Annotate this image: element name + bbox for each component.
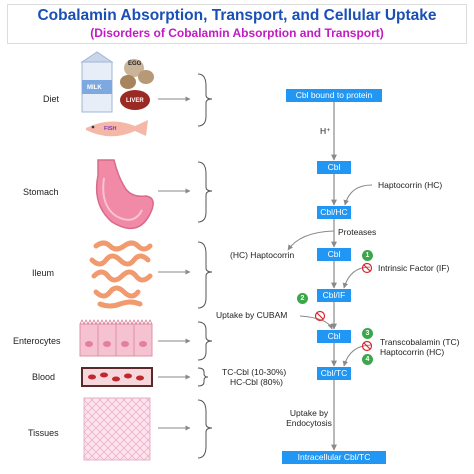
intracellular-cbl-tc-box: Intracellular Cbl/TC (282, 451, 386, 464)
egg-label: EGG (128, 61, 142, 67)
step-badge-2: 2 (297, 293, 308, 304)
ileum-illustration (89, 240, 153, 309)
stomach-illustration (95, 159, 154, 230)
cbl-box-3: Cbl (317, 330, 351, 343)
transcobalamin-label: Transcobalamin (TC) (380, 337, 460, 347)
step-badge-1: 1 (362, 250, 373, 261)
haptocorrin-hc-label-2: Haptocorrin (HC) (380, 347, 445, 357)
page-subtitle: (Disorders of Cobalamin Absorption and T… (90, 26, 384, 40)
enterocytes-illustration (79, 319, 153, 357)
intrinsic-factor-label: Intrinsic Factor (IF) (378, 263, 450, 273)
tc-cbl-label: TC-Cbl (10-30%) (222, 367, 287, 377)
liver-label: LIVER (126, 98, 144, 104)
blood-vessel-illustration (81, 367, 153, 387)
stage-label-enterocytes: Enterocytes (13, 336, 61, 346)
hc-cbl-label: HC-Cbl (80%) (230, 377, 283, 387)
fish-label: FISH (104, 126, 117, 132)
endocytosis-label: Endocytosis (286, 418, 332, 428)
cbl-tc-box: Cbl/TC (317, 367, 351, 380)
stage-label-diet: Diet (43, 94, 60, 104)
page-title: Cobalamin Absorption, Transport, and Cel… (37, 7, 437, 24)
step-badge-3: 3 (362, 328, 373, 339)
stage-label-ileum: Ileum (32, 268, 55, 278)
cbl-if-box: Cbl/IF (317, 289, 351, 302)
title-box: Cobalamin Absorption, Transport, and Cel… (7, 4, 467, 44)
uptake-cubam-label: Uptake by CUBAM (216, 310, 288, 320)
tissues-illustration (83, 397, 151, 461)
proteases-label: Proteases (338, 227, 377, 237)
haptocorrin-hc-label: Haptocorrin (HC) (378, 180, 443, 190)
stage-label-blood: Blood (32, 372, 56, 382)
step-badge-4: 4 (362, 354, 373, 365)
inhibit-symbols (314, 262, 373, 352)
stage-label-tissues: Tissues (28, 428, 59, 438)
milk-label: MILK (87, 85, 102, 91)
braces (197, 73, 213, 459)
cbl-hc-box: Cbl/HC (317, 206, 351, 219)
cbl-bound-protein-box: Cbl bound to protein (286, 89, 382, 102)
h-plus-label: H⁺ (320, 126, 331, 136)
uptake-by-label: Uptake by (289, 408, 329, 418)
diet-illustration (80, 51, 154, 137)
cbl-box-2: Cbl (317, 248, 351, 261)
hc-haptocorrin-label: (HC) Haptocorrin (230, 250, 295, 260)
stage-label-stomach: Stomach (23, 187, 59, 197)
cbl-box-1: Cbl (317, 161, 351, 174)
